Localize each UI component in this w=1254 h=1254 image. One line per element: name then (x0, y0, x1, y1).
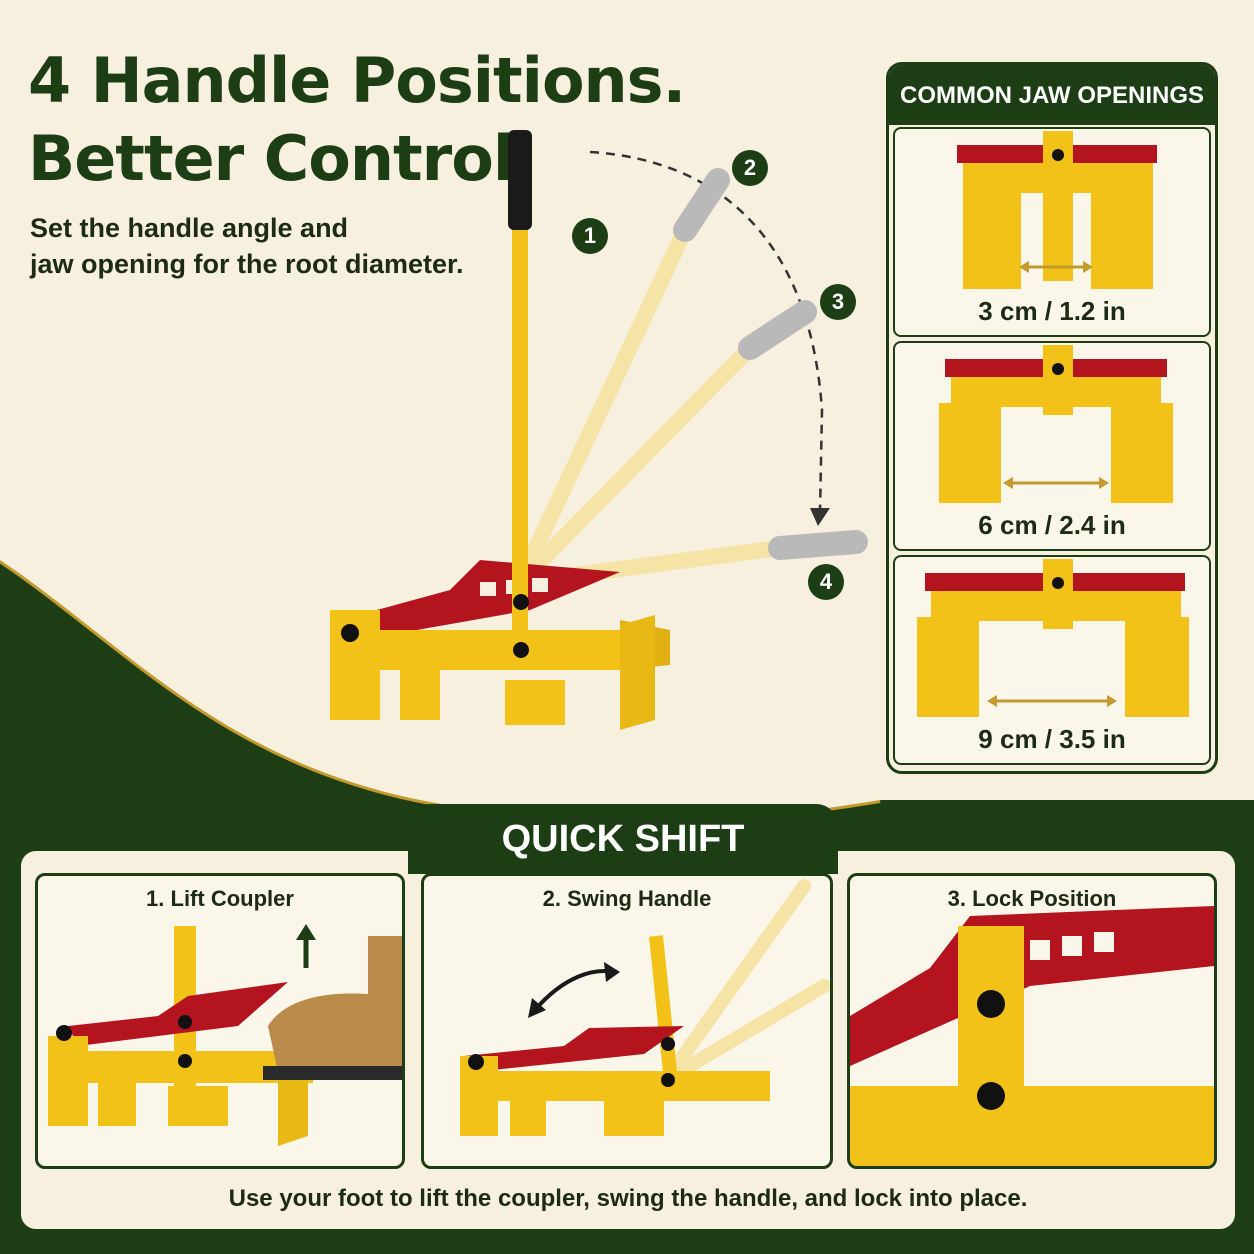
quick-shift-title: QUICK SHIFT (408, 804, 838, 874)
jaw-opening-card-large: 9 cm / 3.5 in (893, 555, 1211, 765)
up-arrow-icon (296, 924, 316, 940)
hero-subtitle-line1: Set the handle angle and (30, 213, 349, 243)
swing-arrow-icon (532, 969, 615, 1013)
hero-title: 4 Handle Positions. Better Control. (28, 42, 686, 198)
swing-handle-illustration (460, 879, 830, 1136)
position-badge-3: 3 (820, 284, 856, 320)
root-puller-tool-illustration (330, 130, 868, 730)
step-label-swing-handle: 2. Swing Handle (542, 886, 712, 911)
position-badge-1: 1 (572, 218, 608, 254)
quick-shift-footnote: Use your foot to lift the coupler, swing… (228, 1185, 1028, 1212)
step-card-lift-coupler: 1. Lift Coupler (35, 873, 405, 1169)
jaw-opening-card-small: 3 cm / 1.2 in (893, 127, 1211, 337)
handle-position-2 (512, 222, 693, 590)
hero-subtitle: Set the handle angle and jaw opening for… (30, 210, 464, 282)
jaw-illustration-large (917, 559, 1189, 717)
tool-base (330, 630, 650, 670)
position-badge-2: 2 (732, 150, 768, 186)
step-label-lock-position: 3. Lock Position (947, 886, 1117, 911)
jaw-opening-card-medium: 6 cm / 2.4 in (893, 341, 1211, 551)
handle-position-1 (512, 220, 528, 660)
hero-title-line1: 4 Handle Positions. (28, 44, 686, 117)
jaw-opening-label-medium: 6 cm / 2.4 in (978, 510, 1126, 540)
jaw-opening-label-small: 3 cm / 1.2 in (978, 296, 1126, 326)
jaw-openings-panel: COMMON JAW OPENINGS 3 cm / 1.2 in 6 (886, 62, 1218, 774)
step-label-lift-coupler: 1. Lift Coupler (146, 886, 294, 911)
lock-position-illustration (850, 906, 1214, 1166)
jaw-illustration-medium (939, 345, 1173, 503)
red-lever (340, 560, 620, 640)
handle-position-3 (512, 340, 758, 590)
lift-coupler-illustration (48, 924, 402, 1146)
hero-subtitle-line2: jaw opening for the root diameter. (30, 249, 464, 279)
position-badge-4: 4 (808, 564, 844, 600)
arc-arrowhead (810, 508, 830, 526)
hero-title-line2: Better Control. (28, 122, 537, 195)
handle-arc (589, 150, 824, 513)
jaw-openings-header: COMMON JAW OPENINGS (889, 65, 1215, 125)
step-card-swing-handle: 2. Swing Handle (421, 873, 833, 1169)
jaw-illustration-small (957, 131, 1157, 289)
jaw-opening-label-large: 9 cm / 3.5 in (978, 724, 1126, 754)
quick-shift-section: 1. Lift Coupler 2. Swing Handle (18, 848, 1238, 1232)
step-card-lock-position: 3. Lock Position (847, 873, 1217, 1169)
